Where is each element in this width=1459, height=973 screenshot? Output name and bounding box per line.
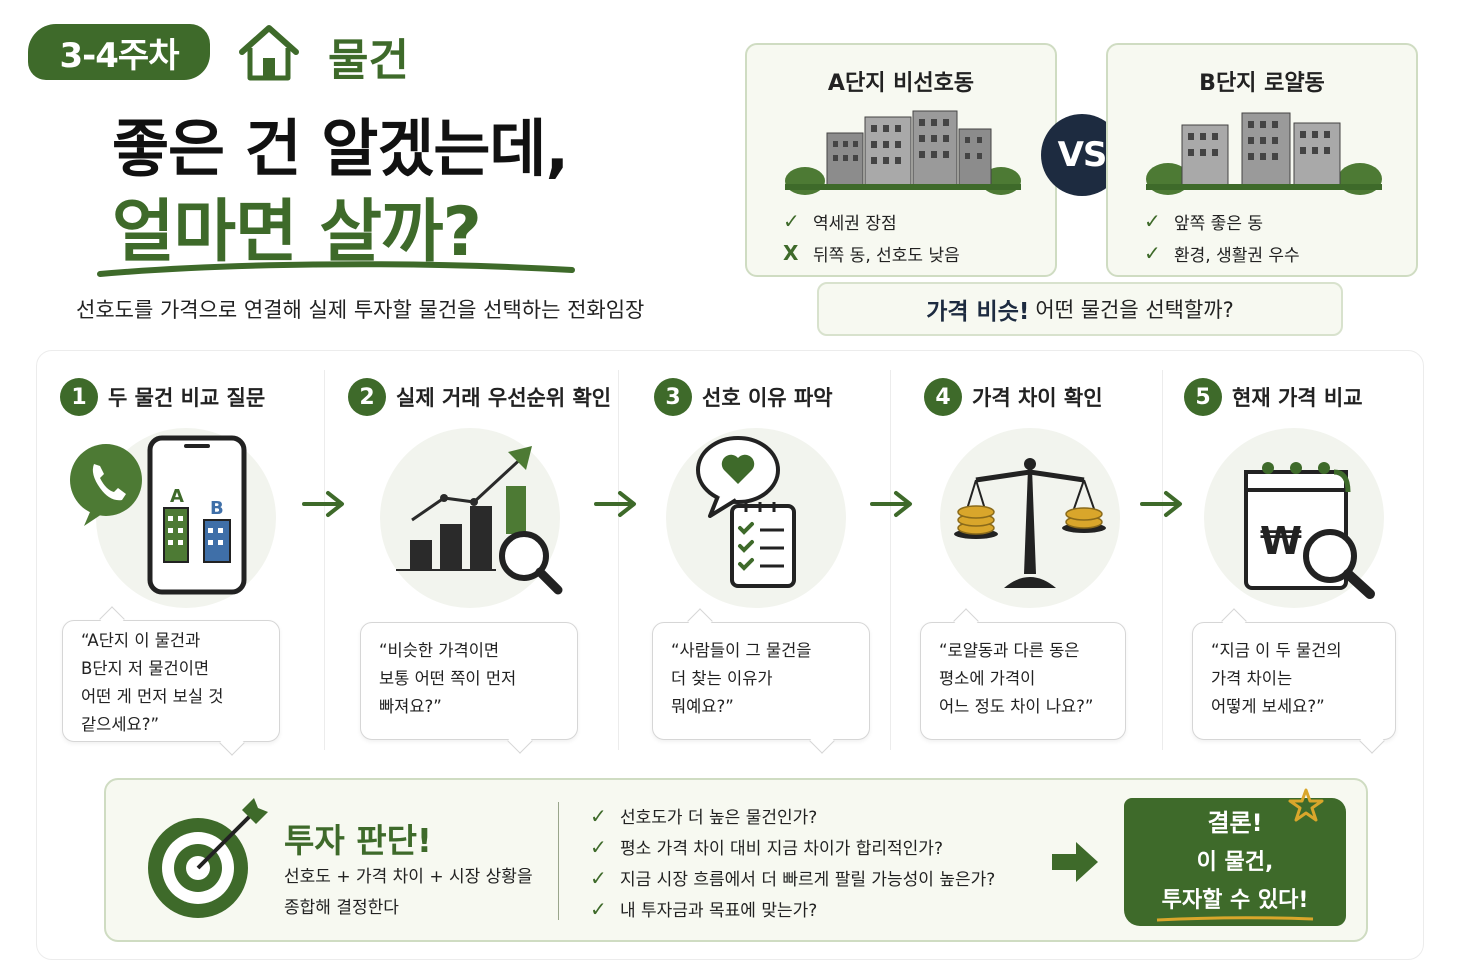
step-header: 3 선호 이유 파악 — [654, 378, 833, 416]
category-label: 물건 — [328, 35, 409, 86]
step-title: 두 물건 비교 질문 — [108, 386, 266, 410]
conclusion-label: 결론! — [1207, 808, 1263, 837]
step-title: 실제 거래 우선순위 확인 — [396, 386, 612, 410]
check-icon: ✓ — [590, 865, 607, 890]
step-divider — [890, 370, 891, 750]
conclusion-line1: 이 물건, — [1196, 849, 1274, 875]
apartment-buildings-icon — [1146, 112, 1382, 195]
check-icon: ✓ — [1144, 241, 1161, 265]
quote-bubble: “사람들이 그 물건을 더 찾는 이유가 뭐예요?” — [652, 608, 870, 754]
step-4: 4 가격 차이 확인 “로얄동과 다른 동은 평소에 가격이 어느 정도 차이 … — [890, 360, 1186, 760]
conclusion-underline — [1156, 915, 1314, 921]
page-subtitle: 선호도를 가격으로 연결해 실제 투자할 물건을 선택하는 전화임장 — [76, 298, 645, 322]
title-underline — [97, 261, 575, 277]
step-number: 1 — [60, 378, 98, 416]
check-icon: ✓ — [590, 896, 607, 921]
arrow-right-icon — [1140, 491, 1182, 517]
compare-b-list: ✓앞쪽 좋은 동 ✓환경, 생활권 우수 — [1144, 205, 1300, 269]
price-question-bold: 가격 비슷! — [926, 299, 1030, 325]
step-divider — [324, 370, 325, 750]
balance-scale-coins-icon — [954, 458, 1106, 588]
investment-judgement-panel: 투자 판단! 선호도 + 가격 차이 + 시장 상황을 종합해 결정한다 ✓선호… — [104, 778, 1368, 942]
compare-a-item: ✓역세권 장점 — [783, 209, 897, 234]
step-title: 현재 가격 비교 — [1232, 386, 1363, 410]
step-number: 4 — [924, 378, 962, 416]
step-3: 3 선호 이유 파악 “사람들이 그 물건을 더 찾는 이유가 뭐예요?” — [618, 360, 914, 760]
divider — [558, 802, 559, 920]
step-divider — [1162, 370, 1163, 750]
step-title: 선호 이유 파악 — [702, 386, 833, 410]
won-sign: ₩ — [1260, 519, 1302, 563]
check-icon: ✓ — [783, 209, 800, 233]
checklist-item: ✓내 투자금과 목표에 맞는가? — [590, 896, 818, 922]
checklist-item: ✓평소 가격 차이 대비 지금 차이가 합리적인가? — [590, 834, 943, 860]
quote-bubble: “비슷한 가격이면 보통 어떤 쪽이 먼저 빠져요?” — [360, 622, 578, 754]
page-title-line1: 좋은 건 알겠는데, — [112, 112, 569, 185]
calendar-won-search-icon: ₩ — [1244, 462, 1375, 599]
step-header: 5 현재 가격 비교 — [1184, 378, 1363, 416]
step-divider — [618, 370, 619, 750]
conclusion-line2: 투자할 수 있다! — [1161, 887, 1309, 913]
compare-a-title: A단지 비선호동 — [827, 71, 975, 96]
arrow-right-icon — [594, 491, 636, 517]
price-question-text: 어떤 물건을 선택할까? — [1035, 298, 1234, 322]
star-icon — [1288, 788, 1324, 822]
phone-call-icon: A B — [70, 435, 247, 595]
step-title: 가격 차이 확인 — [972, 386, 1103, 410]
target-icon — [148, 798, 268, 918]
building-a-letter: A — [170, 486, 184, 507]
x-icon: X — [783, 241, 799, 265]
heart-checklist-icon — [696, 436, 796, 588]
check-icon: ✓ — [1144, 209, 1161, 233]
price-question-bar: 가격 비슷! 어떤 물건을 선택할까? — [817, 282, 1343, 336]
check-icon: ✓ — [590, 803, 607, 828]
check-icon: ✓ — [590, 834, 607, 859]
step-1: 1 두 물건 비교 질문 A B “A단지 이 물건과 B단지 저 물건이면 어… — [36, 360, 332, 760]
quote-bubble: “지금 이 두 물건의 가격 차이는 어떻게 보세요?” — [1192, 608, 1396, 754]
arrow-right-icon — [1052, 842, 1098, 882]
compare-card-b: B단지 로얄동 ✓앞쪽 좋은 동 ✓환경, 생활권 우수 — [1106, 43, 1418, 277]
arrow-right-icon — [302, 491, 344, 517]
apartment-buildings-icon — [785, 110, 1021, 195]
judgement-checklist: ✓선호도가 더 높은 물건인가? ✓평소 가격 차이 대비 지금 차이가 합리적… — [590, 800, 995, 924]
arrow-right-icon — [870, 491, 912, 517]
step-number: 5 — [1184, 378, 1222, 416]
page-title-line2: 얼마면 살까? — [112, 193, 482, 272]
judgement-title: 투자 판단! — [284, 821, 432, 860]
building-b-letter: B — [210, 498, 224, 519]
step-number: 3 — [654, 378, 692, 416]
step-header: 1 두 물건 비교 질문 — [60, 378, 265, 416]
quote-bubble: “로얄동과 다른 동은 평소에 가격이 어느 정도 차이 나요?” — [920, 608, 1126, 740]
checklist-item: ✓지금 시장 흐름에서 더 빠르게 팔릴 가능성이 높은가? — [590, 865, 996, 891]
conclusion-box: 결론! 이 물건, 투자할 수 있다! — [1124, 798, 1346, 926]
step-number: 2 — [348, 378, 386, 416]
week-badge: 3-4주차 — [28, 24, 210, 80]
compare-b-title: B단지 로얄동 — [1199, 71, 1325, 96]
judgement-description: 선호도 + 가격 차이 + 시장 상황을 종합해 결정한다 — [284, 867, 533, 918]
checklist-item: ✓선호도가 더 높은 물건인가? — [590, 803, 818, 829]
step-2: 2 실제 거래 우선순위 확인 “비슷한 가격이면 보통 어떤 쪽이 먼저 빠져… — [324, 360, 620, 760]
compare-b-item: ✓앞쪽 좋은 동 — [1144, 209, 1264, 234]
house-icon — [239, 25, 299, 81]
bar-chart-search-icon — [396, 446, 563, 595]
quote-bubble: “A단지 이 물건과 B단지 저 물건이면 어떤 게 먼저 보실 것 같으세요?… — [62, 606, 280, 756]
step-5: 5 현재 가격 비교 ₩ “지금 이 두 물건의 가격 차이는 어떻게 보세요?… — [1162, 360, 1424, 760]
compare-b-item: ✓환경, 생활권 우수 — [1144, 241, 1300, 266]
step-header: 4 가격 차이 확인 — [924, 378, 1103, 416]
step-header: 2 실제 거래 우선순위 확인 — [348, 378, 611, 416]
